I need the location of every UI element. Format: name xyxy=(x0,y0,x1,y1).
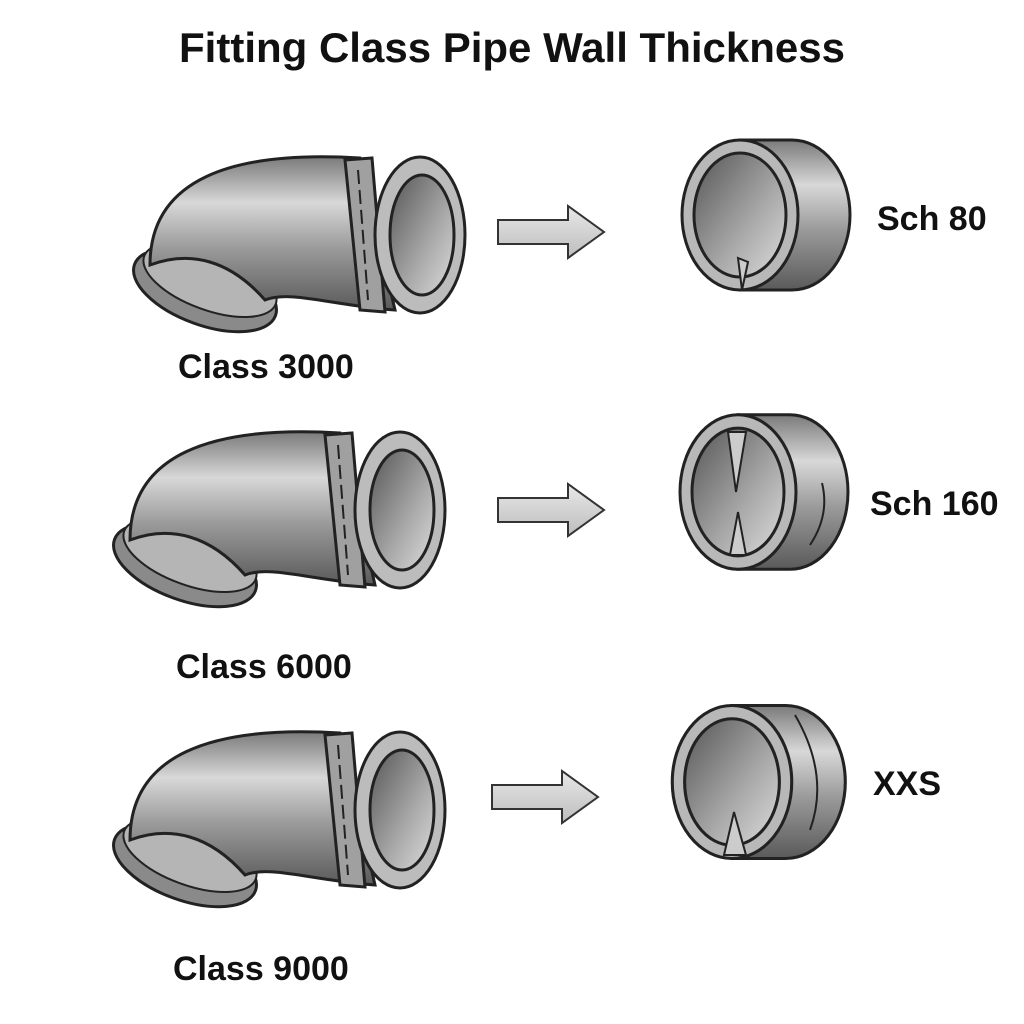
arrow-icon-row-2 xyxy=(497,483,605,537)
fitting-label-3: Class 9000 xyxy=(173,950,349,988)
arrow-icon-row-1 xyxy=(497,205,605,259)
pipe-sch-160 xyxy=(678,413,850,571)
schedule-label-1: Sch 80 xyxy=(877,200,987,238)
pipe-sch-80 xyxy=(680,138,852,292)
arrow-icon-row-3 xyxy=(491,770,599,824)
elbow-class-6000 xyxy=(101,430,447,626)
fitting-label-2: Class 6000 xyxy=(176,648,352,686)
elbow-class-3000 xyxy=(121,155,467,351)
elbow-class-9000 xyxy=(101,730,447,926)
schedule-label-2: Sch 160 xyxy=(870,485,999,523)
page-title: Fitting Class Pipe Wall Thickness xyxy=(179,24,845,71)
schedule-label-3: XXS xyxy=(873,765,942,803)
pipe-xxs xyxy=(670,703,847,861)
fitting-label-1: Class 3000 xyxy=(178,348,354,386)
